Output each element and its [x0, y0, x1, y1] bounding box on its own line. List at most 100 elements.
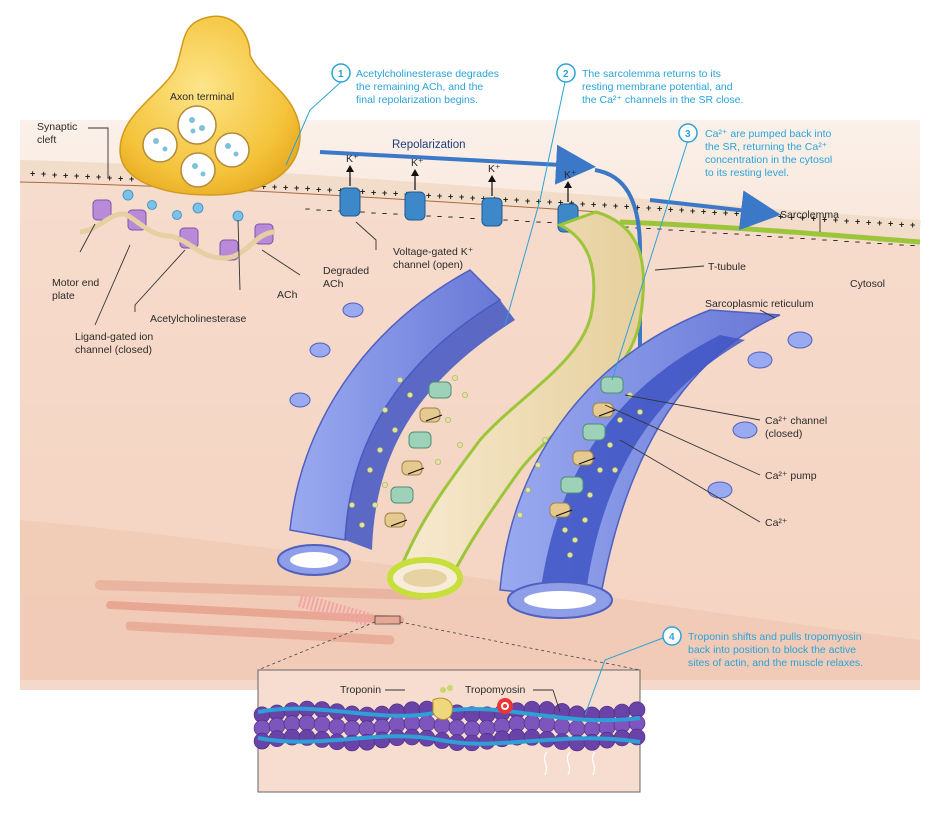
ca-flow-arrow	[425, 414, 443, 422]
ca-ion	[407, 392, 413, 398]
minus-charge: –	[822, 234, 827, 244]
plus-charge: +	[844, 216, 849, 226]
minus-charge: –	[690, 226, 695, 236]
axon-terminal-label: Axon terminal	[170, 91, 234, 103]
plus-charge: +	[888, 219, 893, 229]
synaptic-cleft-label-2: cleft	[37, 134, 56, 146]
ca-flow-arrow	[407, 467, 425, 475]
minus-charge: –	[547, 217, 552, 227]
ca-ion	[382, 482, 388, 488]
ca-ion	[452, 375, 458, 381]
ca-ion	[587, 492, 593, 498]
ca-ion	[562, 527, 568, 533]
step-4-line-2: back into position to block the active	[688, 644, 856, 656]
ca-ion	[612, 467, 618, 473]
ca-ion	[542, 437, 548, 443]
plus-charge: +	[52, 170, 57, 180]
minus-charge: –	[745, 229, 750, 239]
actin-bead	[313, 716, 331, 733]
ca-channel	[390, 486, 414, 504]
actin-bead	[568, 720, 586, 737]
plus-charge: +	[525, 196, 530, 206]
minus-charge: –	[536, 216, 541, 226]
ca-flow-arrow	[598, 409, 616, 417]
plus-charge: +	[470, 193, 475, 203]
plus-charge: +	[514, 195, 519, 205]
ca-pump-label: Ca²⁺ pump	[765, 470, 817, 482]
plus-charge: +	[569, 198, 574, 208]
plus-charge: +	[118, 173, 123, 183]
ca-ion	[397, 377, 403, 383]
minus-charge: –	[778, 232, 783, 242]
motor-end-plate-label-1: Motor end	[52, 277, 99, 289]
plus-charge: +	[789, 212, 794, 222]
minus-charge: –	[734, 229, 739, 239]
minus-charge: –	[624, 222, 629, 232]
actin-bead	[553, 733, 571, 750]
step-2-number: 2	[563, 69, 569, 80]
step-1-number: 1	[338, 69, 344, 80]
minus-charge: –	[305, 204, 310, 214]
synaptic-vesicles	[142, 105, 250, 188]
minus-charge: –	[514, 215, 519, 225]
plus-charge: +	[316, 184, 321, 194]
ca-ions	[349, 375, 643, 558]
actin-bead	[328, 718, 346, 736]
ca-ion-label: Ca²⁺	[765, 517, 787, 529]
ca-channel	[408, 431, 432, 449]
plus-charge: +	[866, 217, 871, 227]
plus-charge: +	[723, 208, 728, 218]
ca-flow-arrow	[578, 457, 596, 465]
degraded-ach-label-2: ACh	[323, 278, 344, 290]
minus-charge: –	[899, 239, 904, 249]
ca-ion	[572, 537, 578, 543]
plus-charge: +	[448, 192, 453, 202]
minus-charge: –	[393, 209, 398, 219]
plus-charge: +	[591, 199, 596, 209]
ca-ion	[462, 392, 468, 398]
minus-charge: –	[756, 230, 761, 240]
ca-pump	[419, 407, 441, 423]
minus-charge: –	[844, 236, 849, 246]
plus-charge: +	[41, 169, 46, 179]
minus-charge: –	[382, 208, 387, 218]
actin-bead	[298, 714, 316, 732]
ca-ion	[372, 502, 378, 508]
plus-charge: +	[668, 204, 673, 214]
ca-channel-label-2: (closed)	[765, 428, 802, 440]
plus-charge: +	[536, 196, 541, 206]
ca-channels-and-pumps	[384, 376, 624, 528]
minus-charge: –	[668, 224, 673, 234]
plus-charge: +	[503, 195, 508, 205]
minus-charge: –	[877, 238, 882, 248]
step-3-number: 3	[685, 129, 691, 140]
plus-charge: +	[877, 218, 882, 228]
t-tubule-label: T-tubule	[708, 261, 746, 273]
sarcolemma-label: Sarcolemma	[780, 209, 839, 221]
voltage-gated-label-1: Voltage-gated K⁺	[393, 246, 473, 258]
repolarization-right-arrow	[649, 190, 781, 231]
ca-flow-arrow	[555, 509, 573, 517]
plus-charge: +	[305, 184, 310, 194]
plus-charge: +	[767, 211, 772, 221]
step-1-line-1: Acetylcholinesterase degrades	[356, 68, 499, 80]
ach-label: ACh	[277, 289, 298, 301]
plus-charge: +	[30, 169, 35, 179]
sarcoplasmic-reticulum-right	[499, 309, 813, 619]
step-2-line-2: resting membrane potential, and	[582, 81, 733, 93]
plus-charge: +	[602, 200, 607, 210]
minus-charge: –	[437, 211, 442, 221]
minus-charge: –	[371, 207, 376, 217]
minus-charge: –	[503, 215, 508, 225]
step-3-line-4: to its resting level.	[705, 167, 789, 179]
ca-flow-arrow	[390, 519, 408, 527]
plus-charge: +	[679, 205, 684, 215]
sarcoplasmic-reticulum-label: Sarcoplasmic reticulum	[705, 298, 814, 310]
minus-charge: –	[525, 216, 530, 226]
actin-bead	[553, 718, 571, 735]
actin-inset: Troponin Tropomyosin	[253, 615, 646, 793]
k-ion-label-4: K⁺	[564, 169, 577, 181]
ach-molecules	[122, 189, 244, 222]
plus-charge: +	[96, 172, 101, 182]
step-2-line-1: The sarcolemma returns to its	[582, 68, 721, 80]
